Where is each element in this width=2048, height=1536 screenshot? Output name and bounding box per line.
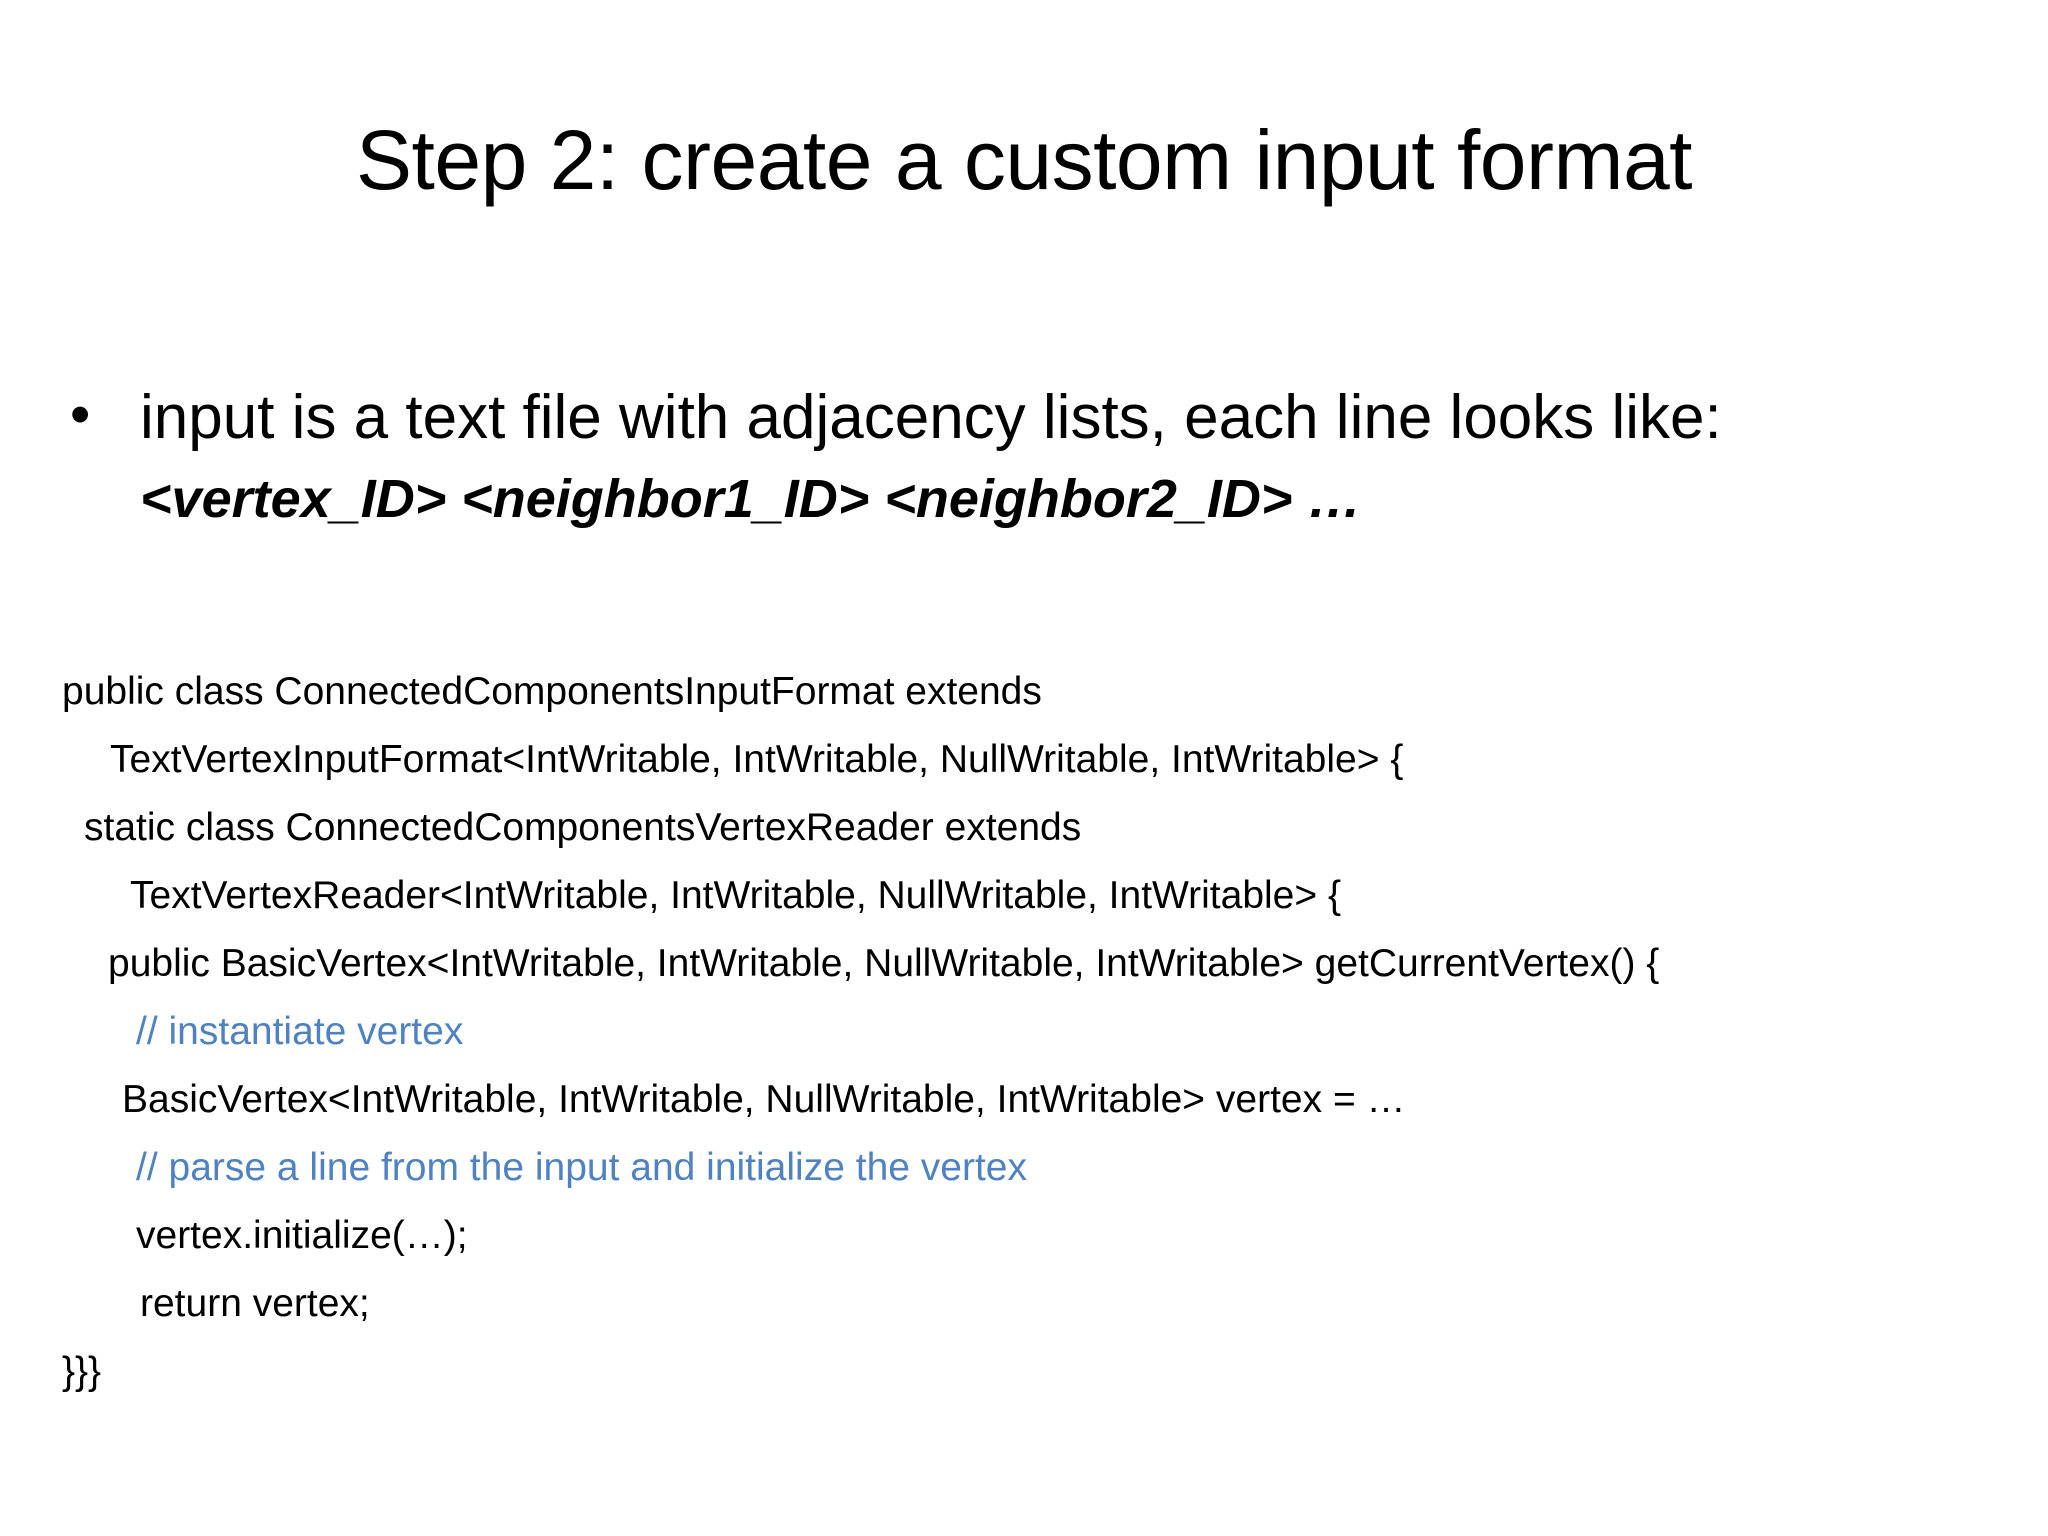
code-line-text: TextVertexInputFormat<IntWritable, IntWr… — [110, 738, 1404, 781]
page-title: Step 2: create a custom input format — [355, 113, 1693, 207]
code-line: public BasicVertex<IntWritable, IntWrita… — [0, 944, 2048, 1012]
code-line-text: return vertex; — [140, 1282, 370, 1325]
code-line: public class ConnectedComponentsInputFor… — [0, 672, 2048, 740]
code-line-text: TextVertexReader<IntWritable, IntWritabl… — [130, 874, 1341, 917]
code-comment-text: // parse a line from the input and initi… — [136, 1146, 1027, 1189]
code-line: TextVertexInputFormat<IntWritable, IntWr… — [0, 740, 2048, 808]
list-item: • input is a text file with adjacency li… — [62, 378, 1992, 537]
bullet-text-italic: <vertex_ID> <neighbor1_ID> <neighbor2_ID… — [140, 469, 1362, 530]
code-line-text: public class ConnectedComponentsInputFor… — [62, 670, 1042, 713]
code-line-text: }}} — [62, 1350, 102, 1393]
code-line: vertex.initialize(…); — [0, 1216, 2048, 1284]
code-line-text: vertex.initialize(…); — [136, 1214, 468, 1257]
code-line-text: BasicVertex<IntWritable, IntWritable, Nu… — [122, 1078, 1406, 1121]
code-line: BasicVertex<IntWritable, IntWritable, Nu… — [0, 1080, 2048, 1148]
code-block: public class ConnectedComponentsInputFor… — [0, 672, 2048, 1420]
code-comment-text: // instantiate vertex — [136, 1010, 464, 1053]
code-line-text: static class ConnectedComponentsVertexRe… — [84, 806, 1082, 849]
code-line: }}} — [0, 1352, 2048, 1420]
code-line: TextVertexReader<IntWritable, IntWritabl… — [0, 876, 2048, 944]
code-line: // instantiate vertex — [0, 1012, 2048, 1080]
code-line: return vertex; — [0, 1284, 2048, 1352]
bullet-text-plain: input is a text file with adjacency list… — [140, 383, 1722, 452]
bullet-item-label: input is a text file with adjacency list… — [140, 378, 1992, 537]
code-line: static class ConnectedComponentsVertexRe… — [0, 808, 2048, 876]
bullet-list: • input is a text file with adjacency li… — [62, 378, 1992, 537]
code-line: // parse a line from the input and initi… — [0, 1148, 2048, 1216]
code-line-text: public BasicVertex<IntWritable, IntWrita… — [108, 942, 1660, 985]
bullet-marker-icon: • — [70, 382, 91, 447]
